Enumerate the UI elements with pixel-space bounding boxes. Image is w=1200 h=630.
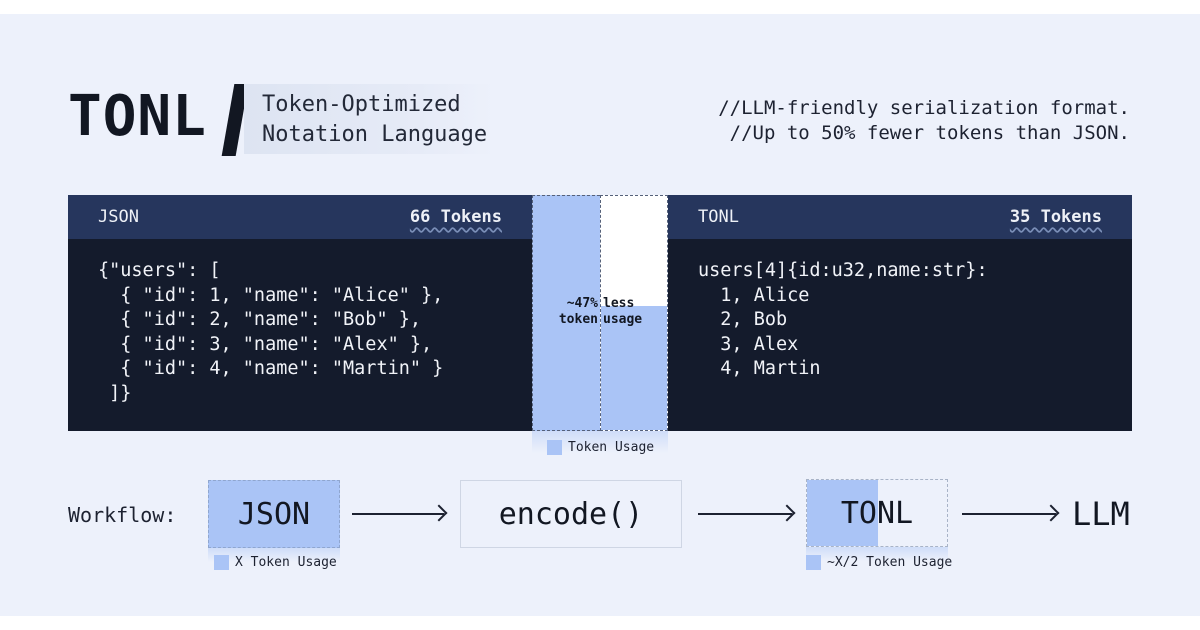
subtitle: Token-Optimized Notation Language bbox=[262, 90, 487, 150]
tagline-line-1: //LLM-friendly serialization format. bbox=[718, 97, 1130, 119]
tonl-panel-header: TONL 35 Tokens bbox=[668, 195, 1132, 239]
workflow-encode-box: encode() bbox=[460, 480, 682, 548]
arrow-right-icon bbox=[352, 513, 444, 515]
json-token-bar bbox=[532, 195, 600, 431]
workflow-tonl-fill bbox=[807, 480, 878, 546]
x-token-usage-label: X Token Usage bbox=[235, 555, 337, 570]
tonl-panel: TONL 35 Tokens users[4]{id:u32,name:str}… bbox=[668, 195, 1132, 431]
savings-label-left: ~47% token bbox=[540, 296, 598, 328]
x-token-usage-legend: X Token Usage bbox=[214, 555, 337, 570]
tonl-token-fill bbox=[601, 305, 667, 430]
x2-token-usage-legend: ~X/2 Token Usage bbox=[806, 555, 952, 570]
legend-swatch bbox=[214, 555, 229, 570]
tagline-line-2: //Up to 50% fewer tokens than JSON. bbox=[729, 122, 1130, 144]
workflow-json-label: JSON bbox=[237, 496, 311, 532]
workflow-tonl-box: TONL bbox=[806, 479, 948, 547]
arrow-right-icon bbox=[698, 513, 792, 515]
json-code: {"users": [ { "id": 1, "name": "Alice" }… bbox=[98, 260, 444, 404]
subtitle-line-2: Notation Language bbox=[262, 122, 488, 147]
subtitle-line-1: Token-Optimized bbox=[262, 92, 461, 117]
json-token-count: 66 Tokens bbox=[409, 207, 502, 227]
savings-label-right: less usage bbox=[603, 296, 665, 328]
tonl-box-shadow bbox=[806, 547, 948, 561]
workflow-llm-label: LLM bbox=[1072, 495, 1130, 533]
savings-less-word: less bbox=[603, 296, 635, 311]
legend-swatch bbox=[547, 440, 562, 455]
savings-percent: ~47% bbox=[566, 296, 598, 311]
workflow-json-box: JSON bbox=[208, 480, 340, 548]
x2-token-usage-label: ~X/2 Token Usage bbox=[827, 555, 953, 570]
workflow-tonl-label: TONL bbox=[840, 495, 914, 531]
savings-usage-word: usage bbox=[603, 312, 643, 327]
json-box-shadow bbox=[208, 548, 340, 562]
json-panel-header: JSON 66 Tokens bbox=[68, 195, 532, 239]
logo: TONL bbox=[68, 84, 207, 149]
json-panel: JSON 66 Tokens {"users": [ { "id": 1, "n… bbox=[68, 195, 532, 431]
savings-token-word: token bbox=[558, 312, 598, 327]
token-usage-legend: Token Usage bbox=[547, 440, 654, 455]
subtitle-background bbox=[244, 84, 494, 154]
tonl-token-bar bbox=[600, 195, 668, 431]
tagline: //LLM-friendly serialization format. //U… bbox=[718, 96, 1130, 146]
workflow-label: Workflow: bbox=[68, 503, 177, 527]
tonl-panel-title: TONL bbox=[698, 207, 739, 227]
arrow-right-icon bbox=[962, 513, 1056, 515]
json-panel-title: JSON bbox=[98, 207, 139, 227]
tonl-code: users[4]{id:u32,name:str}: 1, Alice 2, B… bbox=[698, 260, 988, 379]
bar-shadow bbox=[532, 431, 668, 453]
workflow-encode-label: encode() bbox=[498, 496, 644, 532]
legend-label: Token Usage bbox=[568, 440, 655, 455]
tonl-token-count: 35 Tokens bbox=[1009, 207, 1102, 227]
legend-swatch bbox=[806, 555, 821, 570]
